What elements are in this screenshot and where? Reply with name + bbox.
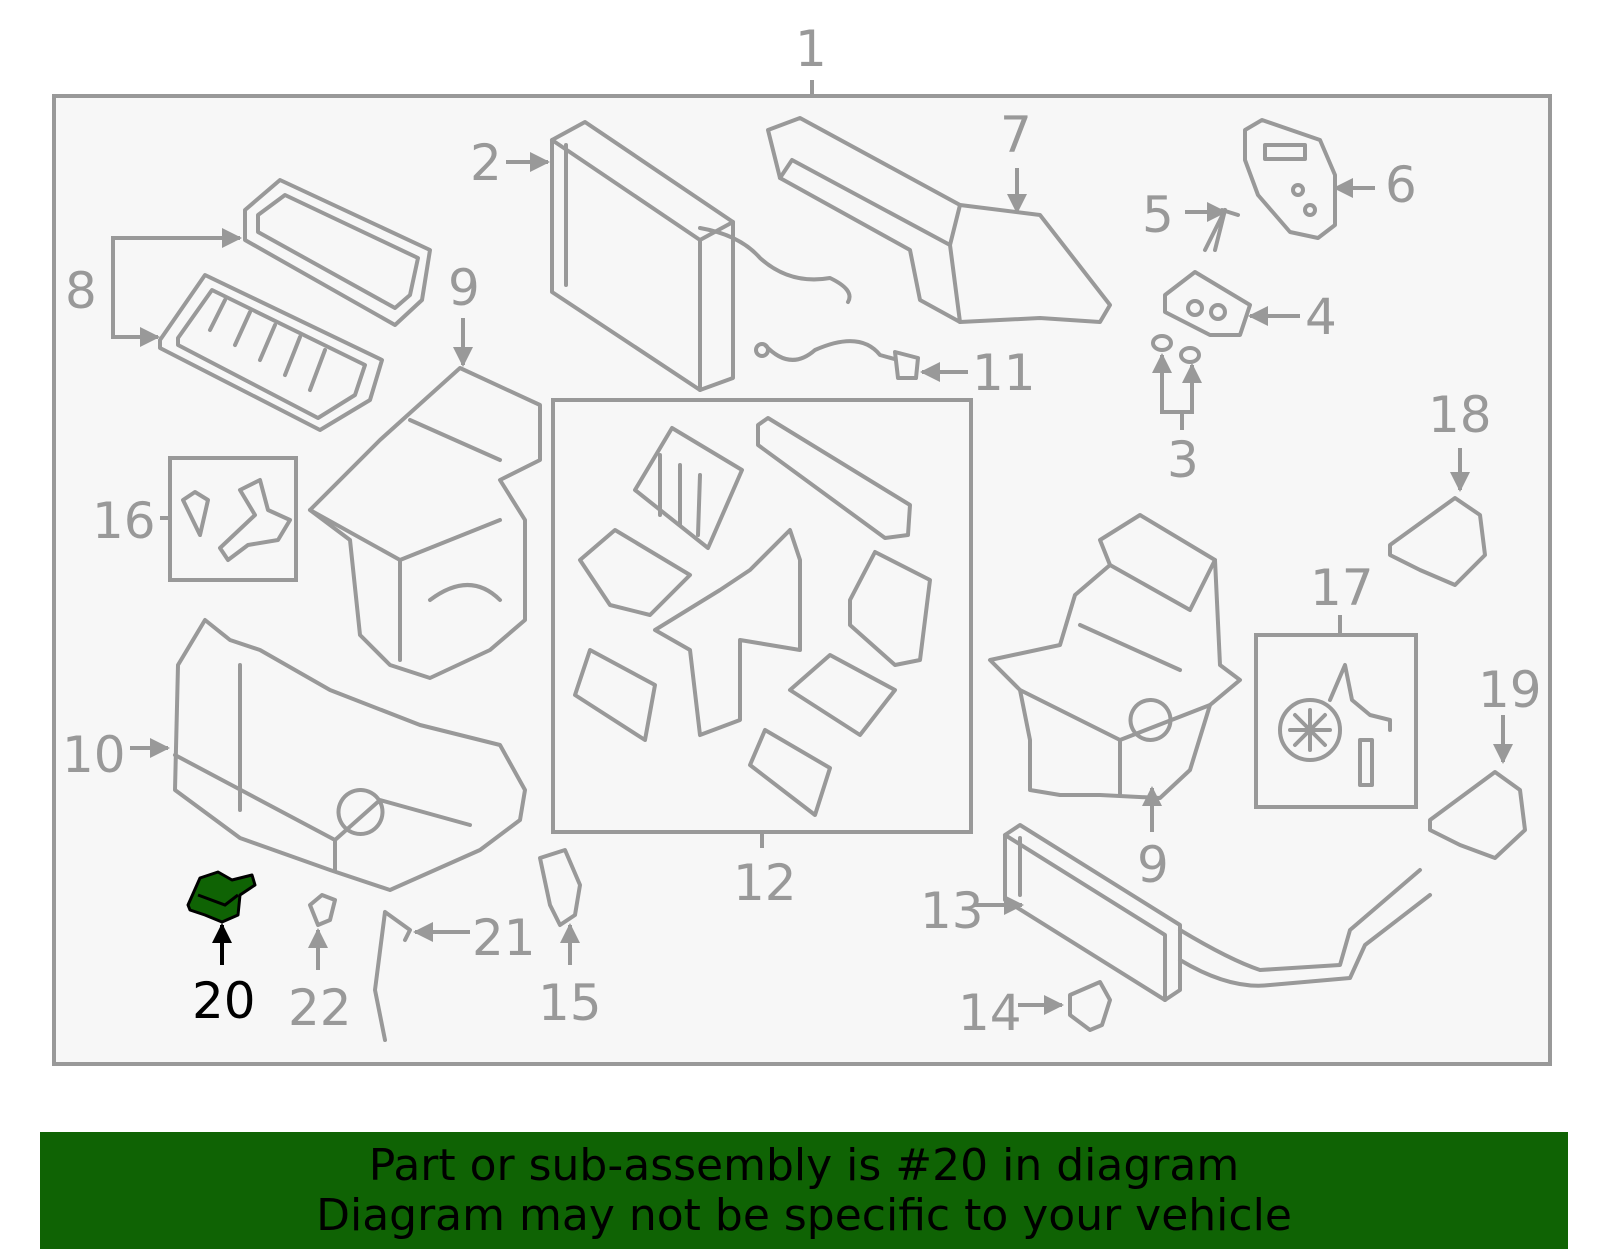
banner-line-2: Diagram may not be specific to your vehi… [316,1189,1292,1241]
callout-labels: 1 2 3 4 5 6 7 8 9 9 10 11 12 13 14 15 16… [62,20,1542,1042]
callout-5: 5 [1142,186,1174,244]
part-doors-12 [573,416,932,817]
part-17 [1278,663,1392,787]
part-small-hardware [1151,118,1337,364]
part-duct [766,116,1112,324]
part-evaporator [550,120,852,392]
callout-10: 10 [62,726,126,784]
callout-15: 15 [538,974,602,1032]
callout-20-highlighted: 20 [192,972,256,1030]
part-heater-housing [988,513,1242,800]
callout-8: 8 [65,262,97,320]
callout-21: 21 [472,909,536,967]
callout-9-lower: 9 [1137,836,1169,894]
leader-lines [111,152,1513,1015]
callout-19: 19 [1478,661,1542,719]
callout-4: 4 [1305,288,1337,346]
callout-13: 13 [920,882,984,940]
callout-17: 17 [1310,559,1374,617]
callout-7: 7 [1000,106,1032,164]
callout-11: 11 [972,344,1036,402]
part-sensor-11 [754,339,920,380]
callout-12: 12 [733,854,797,912]
callout-6: 6 [1385,156,1417,214]
callout-9-upper: 9 [448,259,480,317]
part-16 [181,478,292,562]
callout-22: 22 [288,979,352,1037]
part-blower-housing-upper [308,366,542,680]
callout-16: 16 [92,492,156,550]
part-20-highlighted [186,870,257,924]
callout-2: 2 [470,134,502,192]
box-17 [1254,633,1418,809]
banner-line-1: Part or sub-assembly is #20 in diagram [368,1139,1240,1191]
part-misc [308,848,1112,1042]
part-air-filters [158,178,432,432]
callout-14: 14 [958,984,1022,1042]
info-banner: Part or sub-assembly is #20 in diagram D… [40,1132,1568,1249]
callout-1: 1 [795,20,827,78]
callout-3: 3 [1167,431,1199,489]
callout-18: 18 [1428,386,1492,444]
part-actuators [1388,496,1527,860]
part-lower-case [173,618,527,892]
